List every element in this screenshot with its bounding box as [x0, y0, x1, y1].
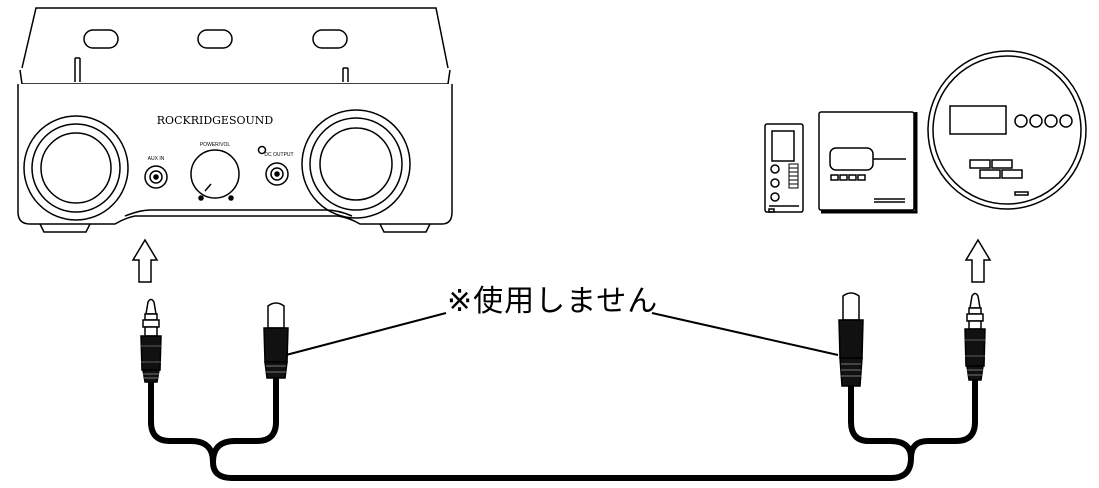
mp3-player	[764, 123, 804, 213]
dc-plug-left	[263, 302, 289, 379]
speaker-dock	[17, 7, 453, 233]
up-arrow-icon	[964, 238, 992, 283]
dc-plug-right	[838, 292, 864, 387]
cable	[148, 377, 978, 481]
audio-plug-right	[964, 292, 986, 381]
aux-in-label: AUX IN	[148, 156, 165, 162]
speaker-brand: ROCKRIDGESOUND	[157, 114, 274, 127]
audio-plug-left	[140, 298, 162, 383]
leader-lines	[285, 312, 839, 356]
portable-radio	[927, 50, 1087, 210]
power-vol-label: POWER/VOL	[200, 142, 231, 148]
dc-output-label: DC OUTPUT	[264, 152, 293, 158]
up-arrow-icon	[131, 238, 159, 283]
not-used-note: ※使用しません	[447, 284, 659, 319]
cd-player	[818, 111, 918, 214]
